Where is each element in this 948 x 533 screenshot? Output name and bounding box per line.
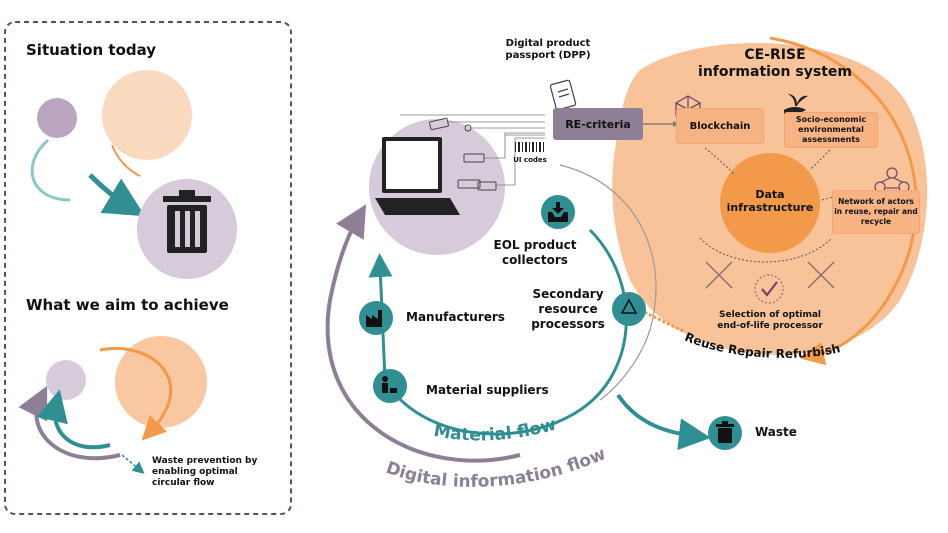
factory-icon <box>366 310 382 327</box>
clipboard-icon <box>549 79 577 111</box>
socio-box: Socio-economic environmental assessments <box>784 112 878 148</box>
blockchain-box: Blockchain <box>676 108 764 144</box>
waste-prevention-label: Waste prevention by enabling optimal cir… <box>152 456 258 488</box>
orange-circle-aim <box>115 336 207 428</box>
trash-icon <box>716 421 734 443</box>
data-infra-circle <box>720 153 820 253</box>
device-icons <box>429 117 497 191</box>
check-icon <box>761 281 778 297</box>
suppliers-label: Material suppliers <box>426 383 549 397</box>
grey-arc <box>559 164 657 401</box>
recycle-to-reuse <box>639 308 686 334</box>
purple-loop-aim <box>18 385 121 461</box>
system-title: CE-RISE information system <box>690 47 860 81</box>
system-title-line1: CE-RISE <box>744 47 806 63</box>
system-title-line2: information system <box>698 64 852 80</box>
trash-icon <box>163 190 211 253</box>
barcode-icon <box>515 142 544 152</box>
socio-label: Socio-economic environmental assessments <box>795 115 867 144</box>
re-criteria-box <box>553 108 643 140</box>
teal-curve-today <box>30 138 71 202</box>
left-panel-border <box>4 21 292 515</box>
teal-arrow-today <box>88 173 146 217</box>
network-box: Network of actors in reuse, repair and r… <box>832 190 920 234</box>
selection-label: Selection of optimal end-of-life process… <box>717 310 823 331</box>
digital-flow-arc <box>325 204 521 463</box>
reuse-arc <box>769 36 918 366</box>
waste-label: Waste <box>755 425 797 439</box>
teal-loop-aim <box>36 389 111 450</box>
connector-blockchain <box>704 147 736 176</box>
cross-icon <box>807 261 835 289</box>
worker-icon <box>382 376 397 393</box>
purple-circle-aim <box>46 360 86 400</box>
suppliers-icon-circle <box>373 369 407 403</box>
network-label: Network of actors in reuse, repair and r… <box>834 197 918 226</box>
recycle-icon-circle <box>612 292 646 326</box>
data-infra-label: Data infrastructure <box>726 188 814 214</box>
secondary-label: Secondary resource processors <box>531 287 605 331</box>
waste-arrow <box>616 393 711 451</box>
device-lines <box>400 114 545 186</box>
purple-circle-today <box>37 98 77 138</box>
connector-socio <box>809 149 831 171</box>
ui-codes-label: UI codes <box>513 156 547 164</box>
laptop-icon <box>375 137 460 215</box>
orange-curve-today <box>111 144 141 177</box>
cross-icon <box>705 261 733 289</box>
heading-situation-today: Situation today <box>26 41 157 59</box>
dpp-label: Digital product passport (DPP) <box>505 38 591 61</box>
eol-label: EOL product collectors <box>493 238 577 267</box>
orange-circle-today <box>102 70 192 160</box>
material-flow-arc <box>368 228 628 436</box>
check-circle <box>754 274 784 304</box>
manufacturers-label: Manufacturers <box>406 310 505 324</box>
material-flow-label: Material flow <box>432 414 559 445</box>
recycle-icon <box>620 298 638 314</box>
re-criteria-label: RE-criteria <box>565 117 631 131</box>
dashed-waste-arrow <box>121 454 145 474</box>
blockchain-label: Blockchain <box>689 120 751 132</box>
heading-aim: What we aim to achieve <box>26 296 229 314</box>
inbox-icon <box>548 202 568 222</box>
orange-loop-aim <box>99 347 173 441</box>
